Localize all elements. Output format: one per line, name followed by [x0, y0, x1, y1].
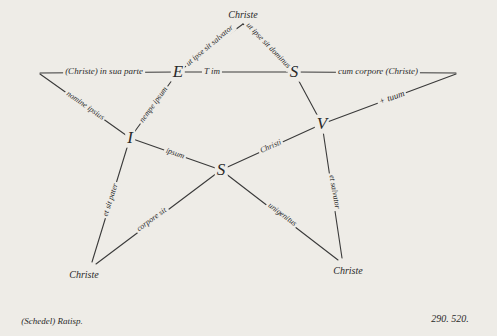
- handwritten-note: ut ipse sit salvator: [183, 22, 237, 69]
- handwritten-note: ut ipse sit dominus: [243, 20, 294, 72]
- handwritten-note: nomine ipsius: [63, 89, 108, 124]
- monogram-letter: S: [215, 161, 228, 180]
- handwritten-note: cum corpore (Christe): [336, 67, 420, 77]
- handwritten-note: ipsum: [163, 146, 188, 162]
- handwritten-note: (Christe) in sua parte: [63, 67, 145, 77]
- star-line: [92, 24, 243, 262]
- star-line: [243, 24, 342, 258]
- christe-label: Christe: [67, 269, 100, 280]
- christe-label: Christe: [331, 265, 364, 276]
- monogram-letter: I: [125, 129, 135, 148]
- christe-label: Christe: [226, 9, 259, 20]
- archive-note: 290. 520.: [429, 313, 471, 324]
- handwritten-note: Christi: [257, 138, 285, 157]
- handwritten-note: et sit pater: [101, 180, 121, 219]
- handwritten-note: et salvator: [326, 173, 341, 212]
- handwritten-note: corpore sit: [134, 205, 170, 235]
- monogram-letter: V: [315, 115, 329, 134]
- handwritten-note: + tuum: [376, 88, 408, 108]
- handwritten-note: T im: [202, 67, 222, 77]
- monogram-letter: E: [171, 63, 185, 82]
- handwritten-note: nempe ipsum: [137, 84, 171, 126]
- star-line: [40, 74, 338, 260]
- archive-note: (Schedel) Ratisp.: [19, 317, 84, 327]
- handwritten-note: unigenitus: [264, 200, 299, 229]
- star-line: [96, 74, 456, 264]
